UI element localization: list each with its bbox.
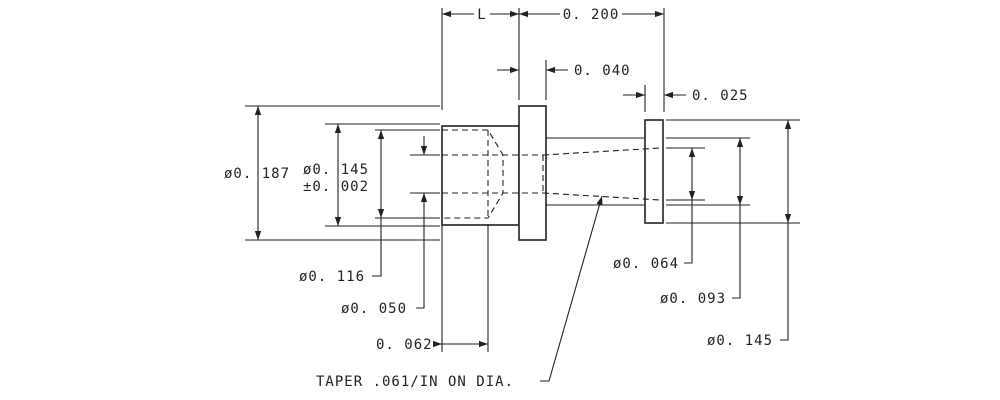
- label-taper-note: TAPER .061/IN ON DIA.: [316, 374, 514, 390]
- extension-lines: [245, 8, 800, 352]
- label-dia-145-flange: ø0. 145: [707, 333, 773, 349]
- label-dia-187: ø0. 187: [224, 166, 290, 182]
- dimension-labels: L 0. 200 0. 040 0. 025 ø0. 187 ø0. 145 ±…: [224, 7, 773, 390]
- dimension-lines: [254, 10, 792, 382]
- taper-hidden-upper: [542, 147, 661, 156]
- label-dia-116: ø0. 116: [299, 269, 365, 285]
- hidden-lines: [442, 129, 661, 219]
- label-dia-145-bore: ø0. 145: [303, 162, 369, 178]
- taper-leader: [540, 195, 603, 382]
- label-L: L: [477, 7, 486, 23]
- label-dia-093: ø0. 093: [660, 291, 726, 307]
- part-outline: [441, 105, 664, 241]
- label-0-025: 0. 025: [692, 88, 749, 104]
- label-0-200: 0. 200: [563, 7, 620, 23]
- small-flange: [644, 119, 664, 224]
- left-body: [441, 125, 520, 226]
- large-flange: [518, 105, 547, 241]
- label-0-062: 0. 062: [376, 337, 433, 353]
- label-0-040: 0. 040: [574, 63, 631, 79]
- label-dia-064: ø0. 064: [613, 256, 679, 272]
- bore-hidden-outline: [442, 129, 504, 219]
- label-tol-002: ±0. 002: [303, 179, 369, 195]
- label-dia-050: ø0. 050: [341, 301, 407, 317]
